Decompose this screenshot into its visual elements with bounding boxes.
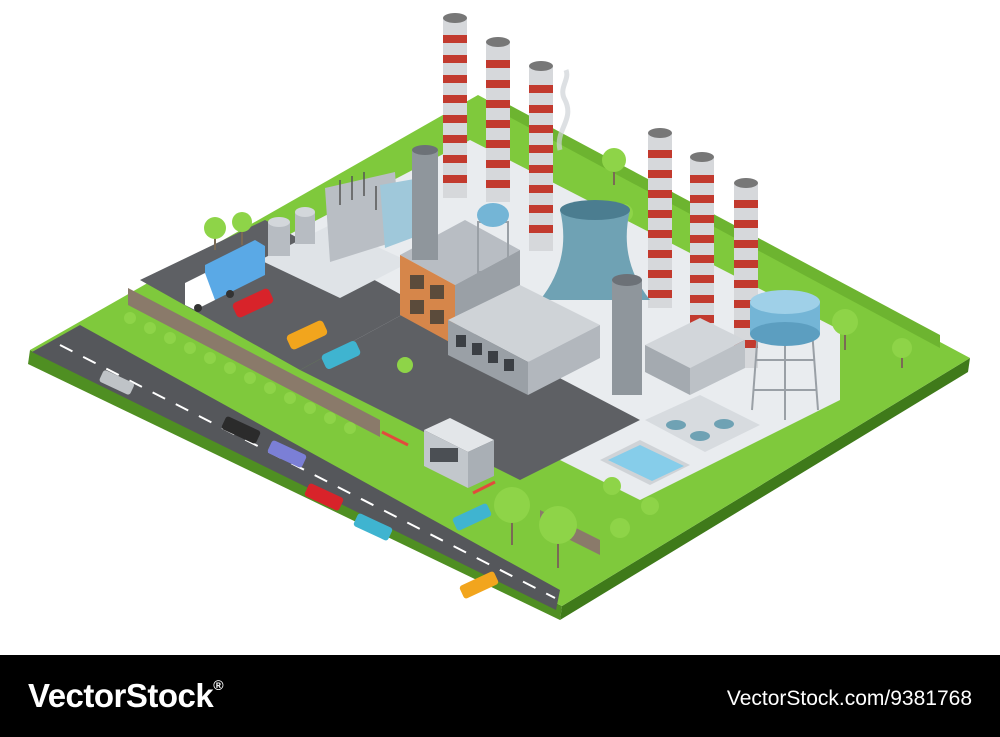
- gas-stack-left: [412, 145, 438, 260]
- delivery-truck: [185, 240, 265, 312]
- water-tower-large: [750, 290, 820, 420]
- car-red-road: [304, 483, 344, 511]
- smoke-icon: [556, 69, 571, 151]
- car-teal-parked: [321, 341, 361, 369]
- water-tower-small: [477, 203, 509, 273]
- guard-house: [424, 418, 494, 488]
- car-red-parked: [232, 288, 274, 318]
- main-road: [32, 325, 560, 610]
- registered-mark: ®: [213, 677, 224, 693]
- watermark-image-ref: VectorStock.com/9381768: [726, 687, 972, 710]
- control-building: [448, 285, 600, 395]
- car-teal-gate: [452, 503, 492, 531]
- water-pools: [600, 395, 760, 485]
- substation: [260, 172, 420, 298]
- access-road: [300, 305, 640, 480]
- car-blue-road: [267, 440, 307, 468]
- parking-lot: [140, 220, 420, 370]
- gate-barrier: [381, 430, 496, 495]
- machinery-block: [645, 318, 745, 395]
- power-plant-illustration: [28, 13, 970, 620]
- car-grey-road: [99, 370, 134, 395]
- car-orange-road: [459, 571, 499, 599]
- watermark-bar: VectorStock® VectorStock.com/9381768: [0, 655, 1000, 737]
- gas-stack-front: [612, 274, 642, 395]
- car-teal-road: [353, 513, 393, 541]
- car-black-road: [221, 416, 261, 444]
- cars: [99, 288, 499, 599]
- watermark-brand: VectorStock®: [28, 677, 224, 714]
- bush-row: [124, 312, 356, 434]
- chimneys: [443, 13, 758, 368]
- car-yellow-parked: [286, 320, 328, 350]
